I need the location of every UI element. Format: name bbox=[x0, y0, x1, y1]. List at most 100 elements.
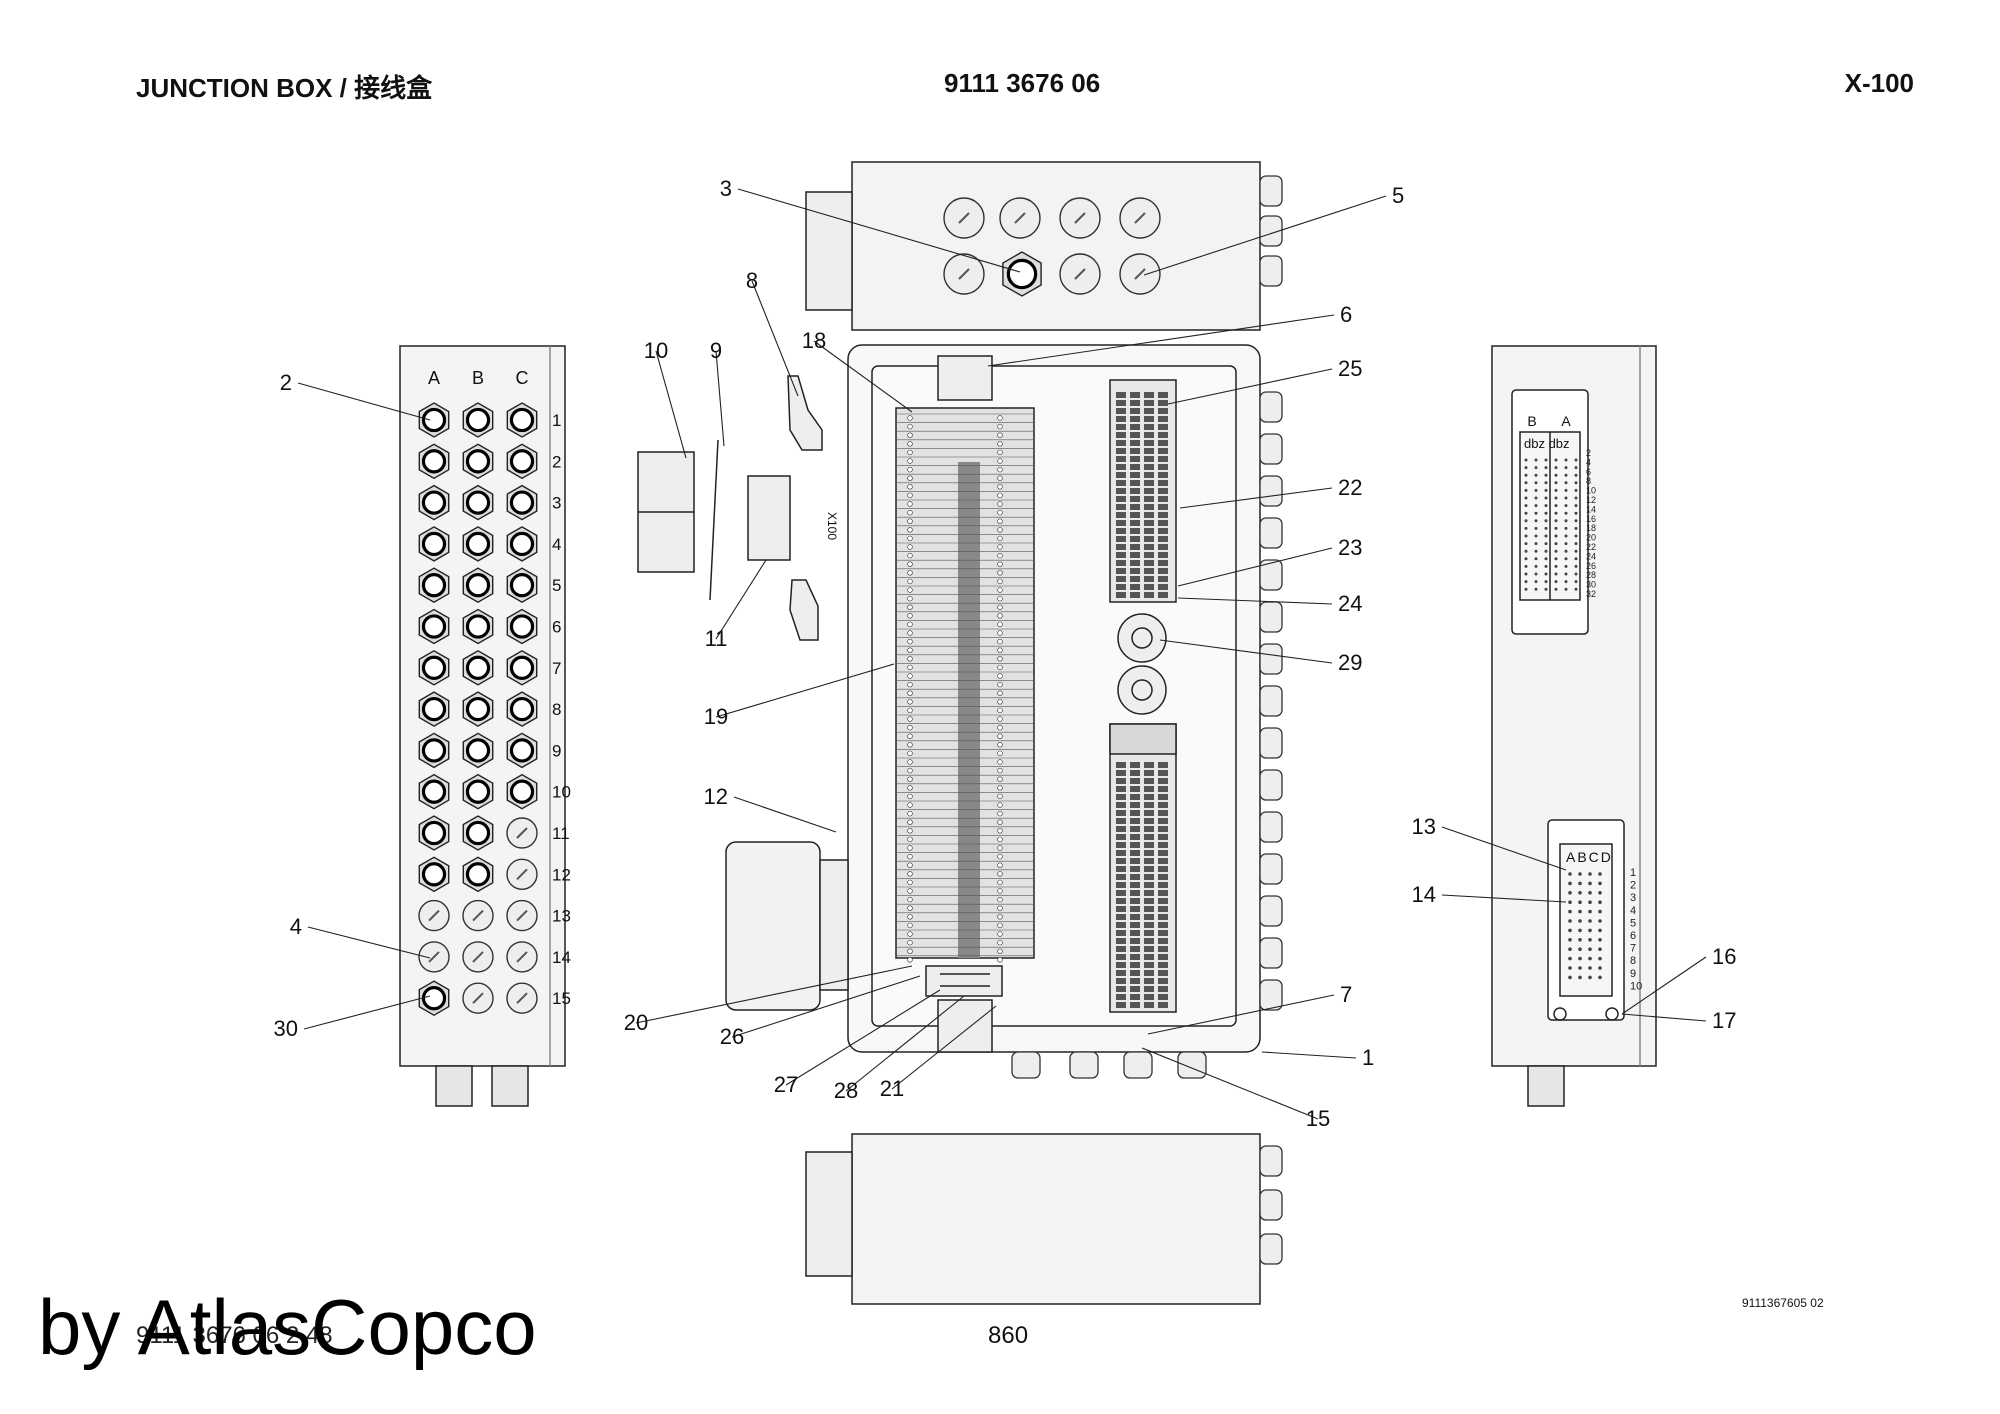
connector-b-pin-number: 32 bbox=[1586, 589, 1596, 599]
connector-c-pin-number: 5 bbox=[1630, 917, 1636, 929]
callout-leader bbox=[715, 663, 895, 718]
connector-b-pin-letters: dbz dbz bbox=[1524, 436, 1570, 451]
left-panel-row-label: 8 bbox=[552, 700, 561, 719]
callout-leader bbox=[1441, 894, 1567, 903]
callout-number: 2 bbox=[280, 370, 292, 395]
top-view-enclosure bbox=[851, 161, 1261, 331]
side-gland bbox=[1259, 979, 1283, 1011]
callout-number: 15 bbox=[1306, 1106, 1330, 1131]
watermark: by AtlasCopco bbox=[38, 1283, 537, 1371]
bottom-gland bbox=[1177, 1051, 1207, 1079]
bottom-gland bbox=[1069, 1051, 1099, 1079]
callout-number: 6 bbox=[1340, 302, 1352, 327]
callout-leader bbox=[731, 975, 921, 1038]
callout-number: 10 bbox=[644, 338, 668, 363]
breather-valve-top bbox=[1117, 613, 1167, 663]
callout-number: 20 bbox=[624, 1010, 648, 1035]
callout-leader bbox=[1159, 639, 1333, 664]
callout-leader bbox=[987, 314, 1335, 367]
callout-leader bbox=[1179, 487, 1333, 509]
left-panel-gland-a bbox=[435, 1065, 473, 1107]
bottom-gland bbox=[1123, 1051, 1153, 1079]
connector-c-pin-number: 8 bbox=[1630, 955, 1636, 967]
callout-number: 28 bbox=[834, 1078, 858, 1103]
side-gland bbox=[1259, 475, 1283, 507]
side-gland bbox=[1259, 255, 1283, 287]
callout-leader bbox=[1441, 826, 1567, 871]
left-panel-row-label: 15 bbox=[552, 989, 571, 1008]
callout-leader bbox=[1167, 368, 1333, 405]
left-panel-row-label: 12 bbox=[552, 865, 571, 884]
connector-b-pin-number: 2 bbox=[1586, 448, 1591, 458]
callout-number: 29 bbox=[1338, 650, 1362, 675]
side-gland bbox=[1259, 1233, 1283, 1265]
side-gland bbox=[1259, 559, 1283, 591]
left-panel-row-label: 14 bbox=[552, 948, 571, 967]
left-panel-row-label: 10 bbox=[552, 783, 571, 802]
din-rail-bottom-bracket bbox=[937, 999, 993, 1053]
bottom-gland bbox=[1011, 1051, 1041, 1079]
connector-c-pin-number: 9 bbox=[1630, 968, 1636, 980]
side-gland bbox=[1259, 853, 1283, 885]
left-panel-column-label: B bbox=[472, 368, 484, 388]
connector-c-pin-number: 10 bbox=[1630, 980, 1642, 992]
callout-leader bbox=[1621, 956, 1707, 1015]
callout-leader bbox=[303, 995, 431, 1030]
callout-leader bbox=[1621, 1013, 1707, 1022]
page-number: 860 bbox=[988, 1322, 1029, 1349]
side-gland bbox=[1259, 1189, 1283, 1221]
callout-number: 26 bbox=[720, 1024, 744, 1049]
left-panel-row-label: 9 bbox=[552, 741, 561, 760]
connector-b-label-b: B bbox=[1527, 413, 1536, 429]
callout-leader bbox=[737, 188, 1021, 273]
side-gland bbox=[1259, 517, 1283, 549]
callout-number: 13 bbox=[1412, 814, 1436, 839]
connector-c-letters: ABCD bbox=[1566, 849, 1613, 865]
callout-leader bbox=[715, 350, 725, 447]
breather-valve-bottom bbox=[1117, 665, 1167, 715]
connector-housing bbox=[747, 475, 791, 561]
connector-b-pin-number: 18 bbox=[1586, 523, 1596, 533]
bottom-view-handle bbox=[805, 1151, 853, 1277]
cable-hood bbox=[725, 841, 821, 1011]
callout-leader bbox=[715, 559, 767, 640]
connector-b-pin-number: 28 bbox=[1586, 570, 1596, 580]
connector-b-pin-number: 4 bbox=[1586, 457, 1591, 467]
left-panel-row-label: 13 bbox=[552, 907, 571, 926]
connector-b-pin-number: 24 bbox=[1586, 551, 1596, 561]
din-rail-top-bracket bbox=[937, 355, 993, 401]
callout-leader bbox=[733, 796, 837, 833]
side-gland bbox=[1259, 685, 1283, 717]
connector-b-pin-number: 20 bbox=[1586, 533, 1596, 543]
din-clip bbox=[787, 375, 823, 641]
callout-leader bbox=[785, 989, 941, 1086]
callout-number: 3 bbox=[720, 176, 732, 201]
drawing-reference: 9111 3676 06 2 48 bbox=[136, 1322, 333, 1349]
connector-c-pin-number: 6 bbox=[1630, 930, 1636, 942]
callout-number: 30 bbox=[274, 1016, 298, 1041]
left-panel-row-label: 3 bbox=[552, 494, 561, 513]
callout-number: 23 bbox=[1338, 535, 1362, 560]
side-gland bbox=[1259, 769, 1283, 801]
bottom-view-enclosure bbox=[851, 1133, 1261, 1305]
top-view-handle bbox=[805, 191, 853, 311]
callout-number: 17 bbox=[1712, 1008, 1736, 1033]
left-panel-row-label: 4 bbox=[552, 535, 561, 554]
callout-number: 16 bbox=[1712, 944, 1736, 969]
callout-number: 7 bbox=[1340, 982, 1352, 1007]
side-gland bbox=[1259, 1145, 1283, 1177]
connector-c-pin-number: 7 bbox=[1630, 943, 1636, 955]
left-panel-column-label: A bbox=[428, 368, 440, 388]
left-panel-row-label: 5 bbox=[552, 576, 561, 595]
callout-number: 4 bbox=[290, 914, 302, 939]
left-panel-row-label: 6 bbox=[552, 618, 561, 637]
callout-number: 18 bbox=[802, 328, 826, 353]
left-panel-row-label: 1 bbox=[552, 411, 561, 430]
callout-leader bbox=[297, 382, 431, 421]
left-panel-row-label: 7 bbox=[552, 659, 561, 678]
side-gland bbox=[1259, 895, 1283, 927]
callout-leader bbox=[635, 965, 913, 1024]
side-gland bbox=[1259, 391, 1283, 423]
connector-b-pin-number: 26 bbox=[1586, 561, 1596, 571]
